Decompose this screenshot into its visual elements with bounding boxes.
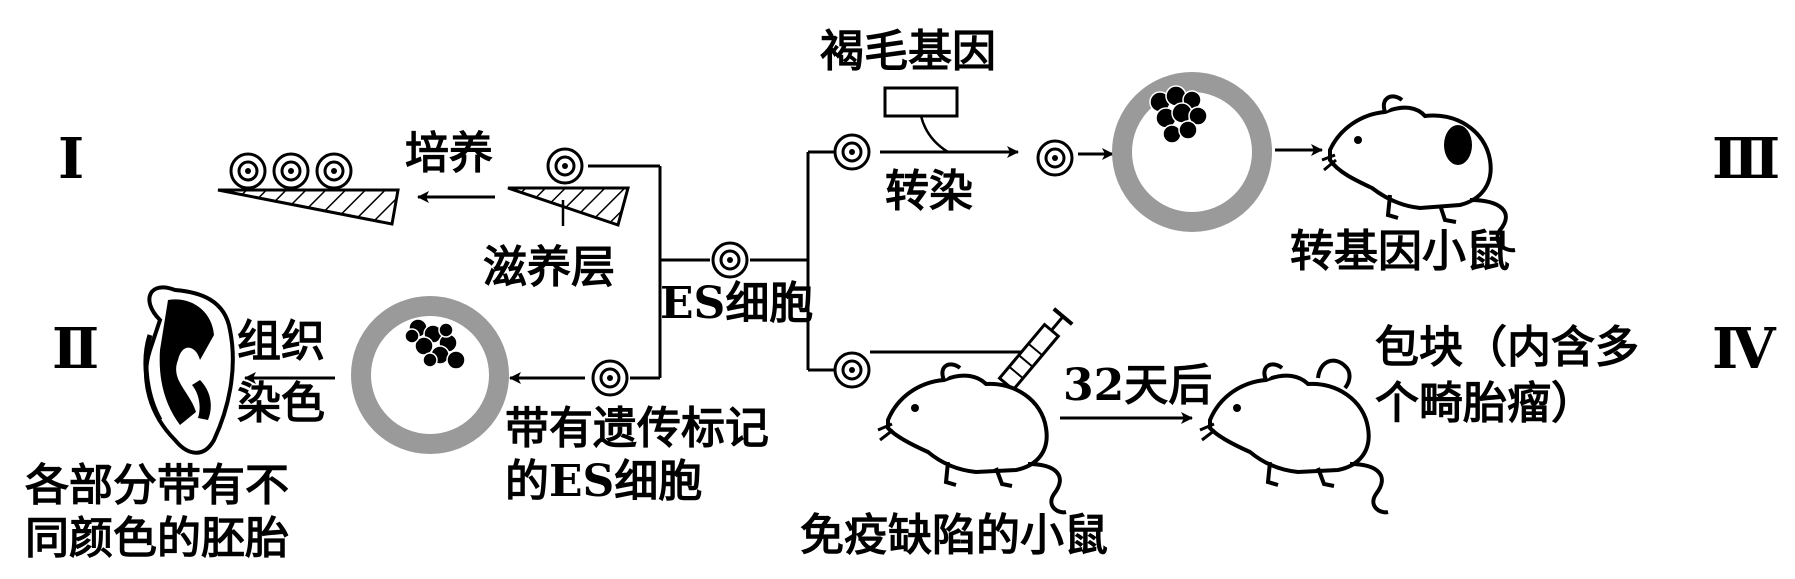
brown-gene-label: 褐毛基因 xyxy=(820,26,996,77)
transgenic-inner-cell-mass-icon xyxy=(1149,85,1208,144)
stage-iii-label: Ⅲ xyxy=(1712,129,1780,191)
stage-ii-label: Ⅱ xyxy=(52,319,99,381)
marked-blastocyst-ring xyxy=(351,296,509,454)
gene-insert-line xyxy=(919,115,949,154)
stage-iv-label: Ⅳ xyxy=(1712,319,1777,381)
transgenic-mouse-label: 转基因小鼠 xyxy=(1290,226,1510,277)
cell-on-feeder-icon xyxy=(546,147,584,185)
tumor-label-line2: 个畸胎瘤） xyxy=(1375,378,1595,429)
stained-embryo-icon xyxy=(143,285,235,455)
transgenic-blastocyst-ring xyxy=(1112,72,1272,232)
marked-cell-label-line1: 带有遗传标记 xyxy=(505,403,769,454)
cultured-cell-2-icon xyxy=(272,152,310,190)
feeder-layer-block xyxy=(507,186,630,227)
marked-es-cell-icon xyxy=(591,359,629,397)
tumor-mouse-icon xyxy=(1199,358,1389,515)
left-bracket-line xyxy=(588,164,710,380)
transgenic-mouse-icon xyxy=(1321,94,1516,253)
es-cell-lower-icon xyxy=(833,351,871,389)
stain-label-line2: 染色 xyxy=(237,378,325,429)
es-cell-upper-icon xyxy=(833,133,871,171)
es-cell-label: ES细胞 xyxy=(660,278,813,329)
immunodeficient-mouse-icon xyxy=(877,362,1067,515)
embryo-label-line1: 各部分带有不 xyxy=(25,460,289,511)
after-days-label: 32天后 xyxy=(1063,360,1212,411)
transfected-cell-icon xyxy=(1036,139,1074,177)
transfection-label: 转染 xyxy=(885,166,973,217)
cultured-cell-3-icon xyxy=(315,152,353,190)
culture-label: 培养 xyxy=(405,128,493,179)
right-bracket-line xyxy=(750,150,834,372)
brown-gene-box xyxy=(883,86,959,118)
tumor-label-line1: 包块（内含多 xyxy=(1375,322,1639,373)
stage-i-label: Ⅰ xyxy=(58,129,84,191)
immunodeficient-mouse-label: 免疫缺陷的小鼠 xyxy=(800,510,1108,561)
marked-cell-label-line2: 的ES细胞 xyxy=(505,456,702,507)
culture-dish-block xyxy=(217,188,400,226)
cultured-cell-1-icon xyxy=(229,152,267,190)
feeder-layer-label: 滋养层 xyxy=(483,242,615,293)
embryo-label-line2: 同颜色的胚胎 xyxy=(25,513,289,564)
marked-inner-cell-mass-icon xyxy=(404,318,466,370)
stain-label-line1: 组织 xyxy=(237,316,325,367)
es-cell-icon xyxy=(711,241,749,279)
